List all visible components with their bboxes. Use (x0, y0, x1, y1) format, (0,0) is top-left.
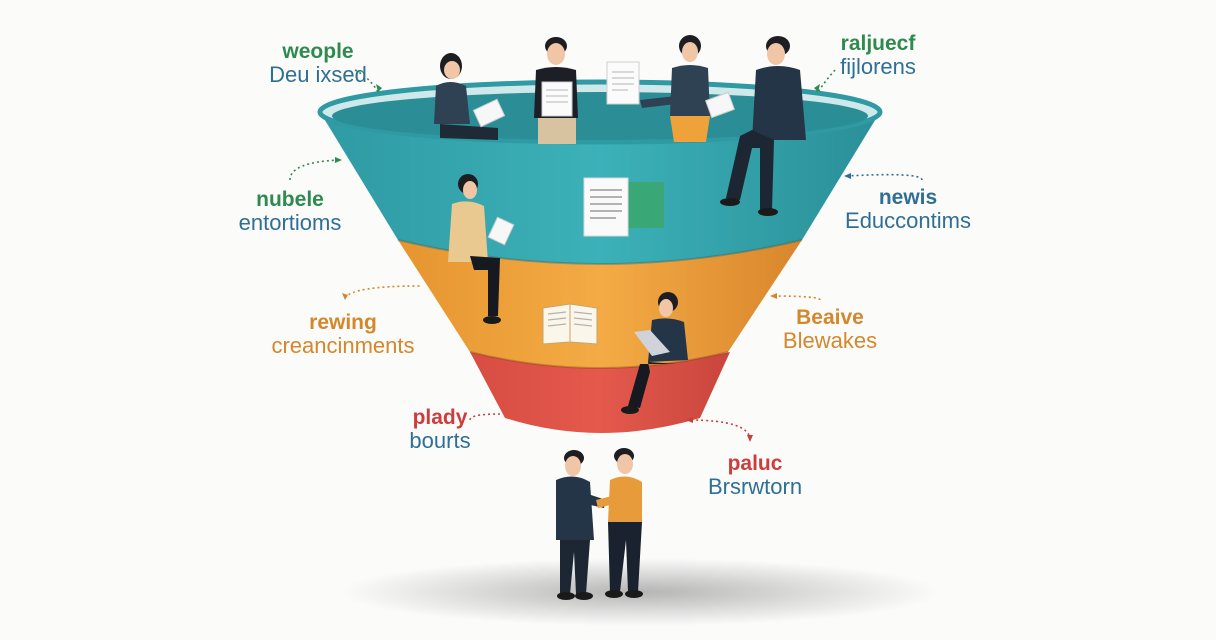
person-sitting-left-edge (448, 174, 515, 324)
label-bottom-right-line2: Brsrwtorn (707, 474, 803, 500)
label-lower-right: Beaive Blewakes (770, 306, 890, 353)
person-reading-left (434, 53, 506, 140)
arrowheads (335, 84, 851, 442)
label-top-right: raljuecf fijlorens (808, 32, 948, 79)
label-top-right-line2: fijlorens (840, 54, 916, 80)
person-sitting-suit (705, 36, 806, 216)
label-mid-right: newis Educcontims (828, 186, 988, 233)
label-mid-right-line2: Educcontims (845, 208, 971, 234)
funnel-segment-red (470, 352, 730, 433)
person-standing-paper (534, 37, 578, 144)
connector-arrows (289, 69, 923, 441)
label-bottom-right: paluc Brsrwtorn (690, 452, 820, 499)
label-lower-left-line1: rewing (309, 311, 377, 334)
person-sitting-laptop (621, 292, 688, 414)
handshake-icon (556, 448, 643, 600)
label-bottom-left: plady bourts (390, 406, 490, 453)
label-top-left-line2: Deu ixsed (269, 62, 367, 88)
person-standing-woman (640, 35, 710, 142)
label-mid-left-line2: entortioms (238, 210, 342, 236)
label-top-left-line1: weople (282, 40, 354, 63)
label-top-right-line1: raljuecf (840, 32, 916, 55)
label-lower-right-line2: Blewakes (782, 328, 878, 354)
label-bottom-left-line2: bourts (409, 428, 471, 454)
label-mid-left: nubele entortioms (220, 188, 360, 235)
label-bottom-right-line1: paluc (727, 452, 783, 475)
label-lower-left-line2: creancinments (271, 333, 415, 359)
label-mid-left-line1: nubele (256, 188, 324, 211)
label-top-left: weople Deu ixsed (248, 40, 388, 87)
open-book-icon (542, 303, 598, 345)
label-lower-right-line1: Beaive (796, 306, 864, 329)
label-mid-right-line1: newis (878, 186, 938, 209)
document-icon (583, 177, 664, 237)
label-bottom-left-line1: plady (412, 406, 468, 429)
label-lower-left: rewing creancinments (258, 311, 428, 358)
floating-paper (606, 61, 640, 105)
